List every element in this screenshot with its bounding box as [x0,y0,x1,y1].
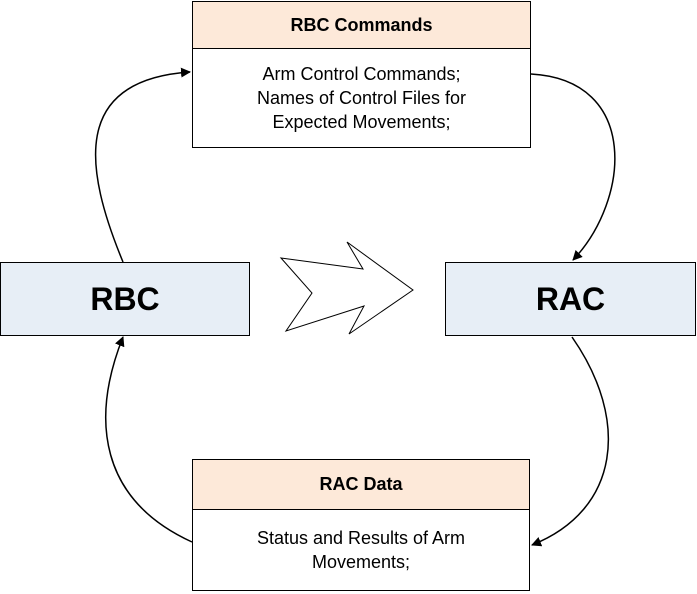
rac-data-title: RAC Data [193,460,529,510]
arrow-rac-to-data [531,336,610,547]
chevron-arrow-icon [279,241,414,335]
rbc-commands-box: RBC Commands Arm Control Commands; Names… [192,1,531,148]
rac-data-body: Status and Results of Arm Movements; [193,510,529,590]
rbc-commands-line: Expected Movements; [272,112,451,132]
rac-node: RAC [445,262,696,336]
rbc-commands-line: Names of Control Files for [256,88,467,108]
rbc-commands-body: Arm Control Commands; Names of Control F… [193,49,530,147]
arrow-data-to-rbc [105,336,193,543]
arrow-commands-to-rac [530,73,616,261]
rbc-commands-title: RBC Commands [193,2,530,49]
arrow-rbc-to-commands [94,67,191,263]
rac-data-line: Movements; [311,552,411,572]
rac-data-box: RAC Data Status and Results of Arm Movem… [192,459,530,591]
rbc-node: RBC [0,262,250,336]
rbc-commands-line: Arm Control Commands; [262,64,461,84]
rac-data-line: Status and Results of Arm [256,528,466,548]
